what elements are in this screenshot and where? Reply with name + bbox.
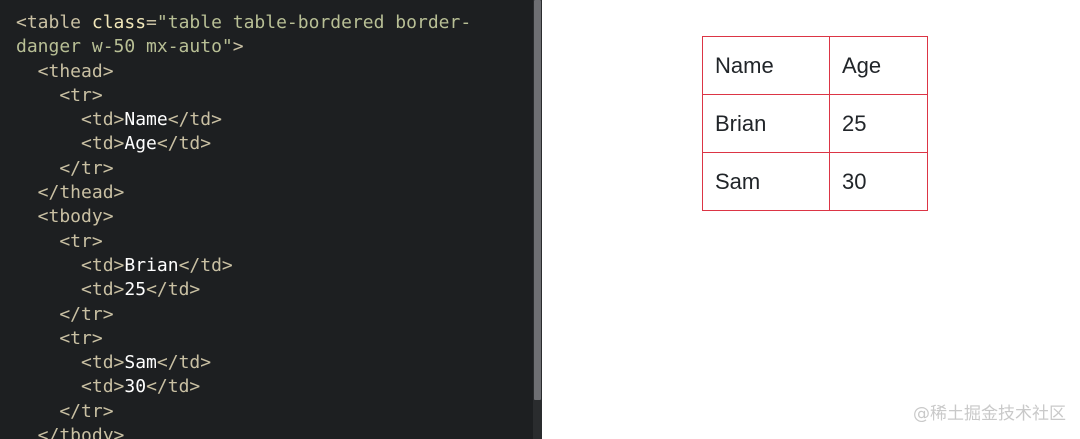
render-preview-pane: Name Age Brian 25 Sam 30 <box>542 0 1080 439</box>
code-token: 30 <box>124 376 147 398</box>
table-cell: Name <box>702 36 830 95</box>
code-token: </thead> <box>16 182 125 204</box>
table-row: Name Age <box>702 36 928 95</box>
code-token: danger w-50 mx-auto" <box>16 36 233 58</box>
code-token: <td> <box>16 109 125 131</box>
watermark-text: @稀土掘金技术社区 <box>913 404 1066 424</box>
code-token: <td> <box>16 279 125 301</box>
code-line: <td>30</td> <box>16 375 471 399</box>
table-cell: Sam <box>702 152 830 211</box>
code-editor-pane[interactable]: <table class="table table-bordered borde… <box>0 0 533 439</box>
code-token: class <box>91 12 147 33</box>
code-token: Brian <box>124 254 179 276</box>
code-token: <td> <box>16 352 125 374</box>
code-token: </tr> <box>16 157 114 179</box>
code-token: <td> <box>16 133 125 155</box>
preview-table: Name Age Brian 25 Sam 30 <box>702 36 928 211</box>
code-line: <td>Name</td> <box>16 108 471 132</box>
code-token: = <box>146 12 157 33</box>
code-token: </td> <box>156 133 212 155</box>
code-token: <thead> <box>16 60 114 82</box>
table-cell: 25 <box>829 94 928 153</box>
code-line: </tr> <box>16 157 471 181</box>
code-token: </tbody> <box>16 425 125 439</box>
code-token: <tr> <box>16 327 103 349</box>
code-line: <tr> <box>16 327 471 351</box>
code-token: </tr> <box>16 303 114 325</box>
code-token: </td> <box>156 352 212 374</box>
code-line: <tbody> <box>16 205 471 229</box>
table-cell: Brian <box>702 94 830 153</box>
editor-scrollbar[interactable] <box>533 0 542 439</box>
code-token: "table table-bordered border- <box>156 12 472 33</box>
code-token: > <box>232 36 244 58</box>
code-token: 25 <box>124 279 147 301</box>
code-token: Age <box>124 133 157 155</box>
code-line: </thead> <box>16 181 471 205</box>
code-token: </td> <box>146 376 201 398</box>
code-line: <tr> <box>16 230 471 254</box>
code-token: Sam <box>124 352 157 374</box>
code-block[interactable]: <table class="table table-bordered borde… <box>16 11 471 439</box>
code-token: <tr> <box>16 230 103 252</box>
code-line: <table class="table table-bordered borde… <box>16 11 471 35</box>
code-line: <thead> <box>16 60 471 84</box>
code-token: </td> <box>167 109 222 131</box>
code-line: <td>25</td> <box>16 278 471 302</box>
code-line: </tbody> <box>16 424 471 439</box>
table-cell: Age <box>829 36 928 95</box>
code-token: Name <box>124 109 168 131</box>
code-line: <td>Age</td> <box>16 132 471 156</box>
code-token: <tr> <box>16 84 103 106</box>
code-token: <td> <box>16 254 125 276</box>
code-token: </td> <box>146 279 201 301</box>
code-line: danger w-50 mx-auto"> <box>16 35 471 59</box>
code-token: <td> <box>16 376 125 398</box>
code-token: </tr> <box>16 400 114 422</box>
code-token: <table <box>16 12 92 33</box>
table-row: Brian 25 <box>702 94 928 153</box>
code-line: </tr> <box>16 303 471 327</box>
code-line: </tr> <box>16 400 471 424</box>
table-cell: 30 <box>829 152 928 211</box>
code-token: </td> <box>178 254 233 276</box>
code-line: <td>Brian</td> <box>16 254 471 278</box>
code-line: <tr> <box>16 84 471 108</box>
code-token: <tbody> <box>16 206 114 228</box>
scrollbar-thumb[interactable] <box>534 0 541 400</box>
table-row: Sam 30 <box>702 152 928 211</box>
code-line: <td>Sam</td> <box>16 351 471 375</box>
